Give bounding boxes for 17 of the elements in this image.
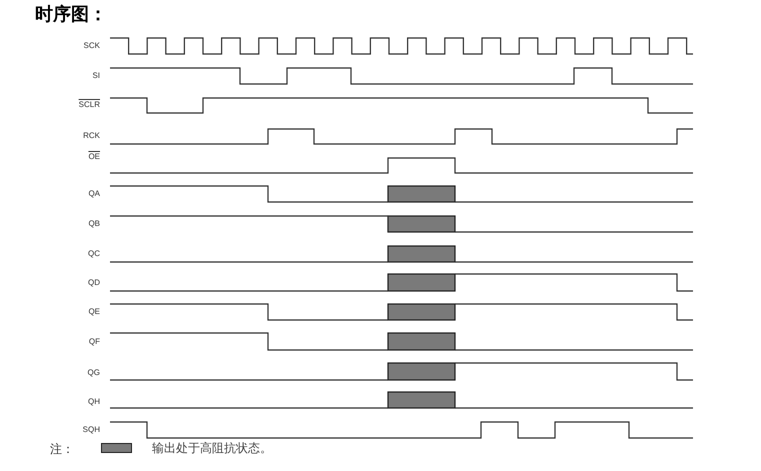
signal-name: QC: [87, 249, 100, 259]
legend-label: 输出处于高阻抗状态。: [152, 440, 272, 457]
signal-name: QA: [87, 189, 100, 199]
signal-name: SCK: [82, 41, 100, 51]
signal-name: QG: [86, 368, 100, 378]
signal-name: SI: [91, 71, 100, 81]
signal-name: QE: [87, 307, 100, 317]
note-label: 注：: [50, 441, 74, 458]
signal-name: OE: [87, 152, 100, 162]
signal-name: SQH: [82, 425, 100, 435]
signal-name: RCK: [82, 131, 100, 141]
signal-name: QF: [88, 337, 100, 347]
signal-name: QD: [87, 278, 100, 288]
title: 时序图：: [35, 3, 107, 26]
signal-name: QH: [87, 397, 100, 407]
signal-name: SCLR: [78, 100, 100, 110]
signal-name: QB: [87, 219, 100, 229]
